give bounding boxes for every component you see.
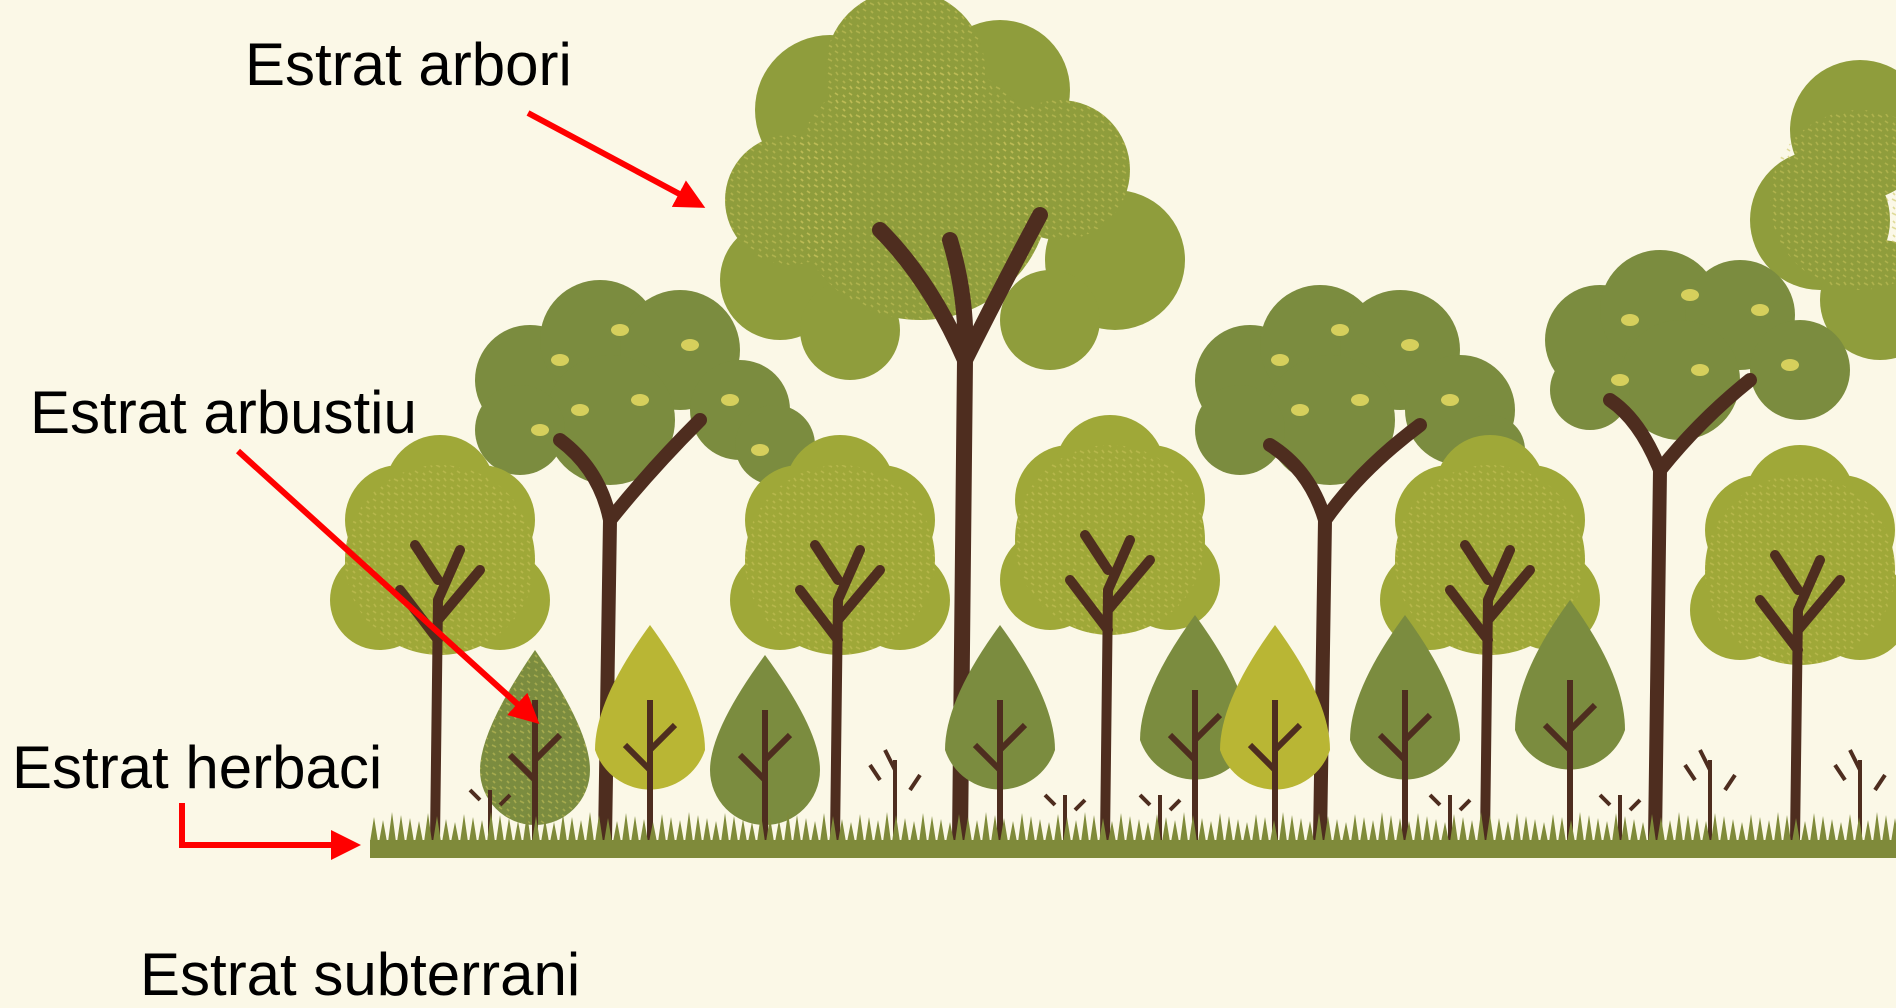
round-tree bbox=[1690, 445, 1896, 840]
arrow-icon bbox=[182, 803, 355, 845]
label-estrat-herbaci: Estrat herbaci bbox=[12, 738, 382, 798]
teardrop-shrub bbox=[1350, 615, 1460, 840]
label-estrat-arbustiu: Estrat arbustiu bbox=[30, 383, 417, 443]
grass-strip bbox=[370, 812, 1896, 858]
label-estrat-subterrani: Estrat subterrani bbox=[140, 945, 580, 1005]
arrow-icon bbox=[528, 113, 700, 205]
teardrop-shrub bbox=[480, 650, 590, 840]
label-estrat-arbori: Estrat arbori bbox=[245, 35, 572, 95]
teardrop-shrub bbox=[710, 655, 820, 840]
teardrop-shrub bbox=[1220, 625, 1330, 840]
